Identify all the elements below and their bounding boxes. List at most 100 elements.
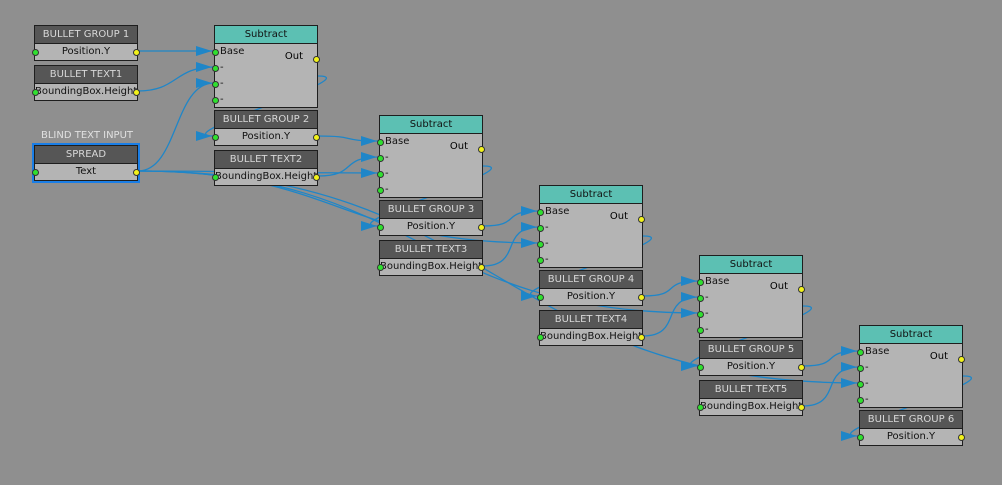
input-port[interactable]: - <box>212 76 317 92</box>
output-pin[interactable] <box>958 356 965 363</box>
input-pin[interactable] <box>537 294 544 301</box>
node-title[interactable]: BULLET GROUP 2 <box>215 111 317 129</box>
output-port[interactable]: Out <box>450 141 468 152</box>
output-pin[interactable] <box>638 216 645 223</box>
input-pin[interactable] <box>377 187 384 194</box>
wire[interactable] <box>642 296 700 337</box>
input-pin[interactable] <box>857 397 864 404</box>
input-pin[interactable] <box>857 381 864 388</box>
output-pin[interactable] <box>133 169 140 176</box>
input-port[interactable]: - <box>537 236 642 252</box>
port-row[interactable]: Text <box>32 164 140 180</box>
input-port[interactable]: - <box>212 92 317 108</box>
node-title[interactable]: BULLET GROUP 4 <box>540 271 642 289</box>
input-pin[interactable] <box>212 174 219 181</box>
input-pin[interactable] <box>697 327 704 334</box>
input-port[interactable]: - <box>377 150 482 166</box>
node-title[interactable]: BULLET TEXT2 <box>215 151 317 169</box>
output-port[interactable]: Out <box>770 281 788 292</box>
input-port[interactable]: - <box>697 306 802 322</box>
input-port[interactable]: - <box>377 166 482 182</box>
output-pin[interactable] <box>638 294 645 301</box>
node-title[interactable]: Subtract <box>540 186 642 204</box>
input-pin[interactable] <box>697 279 704 286</box>
input-pin[interactable] <box>697 311 704 318</box>
input-pin[interactable] <box>537 257 544 264</box>
output-port[interactable]: Out <box>610 211 628 222</box>
node-title[interactable]: BULLET GROUP 1 <box>35 26 137 44</box>
wire[interactable] <box>317 135 380 142</box>
output-pin[interactable] <box>958 434 965 441</box>
node-title[interactable]: BULLET GROUP 5 <box>700 341 802 359</box>
input-port[interactable]: Base <box>377 134 482 150</box>
input-pin[interactable] <box>697 295 704 302</box>
input-pin[interactable] <box>537 225 544 232</box>
wire[interactable] <box>642 280 700 297</box>
input-port[interactable]: - <box>857 360 962 376</box>
output-pin[interactable] <box>798 364 805 371</box>
port-row[interactable]: BoundingBox.Height <box>697 399 805 415</box>
input-pin[interactable] <box>697 364 704 371</box>
port-row[interactable]: Position.Y <box>537 289 645 305</box>
input-pin[interactable] <box>32 89 39 96</box>
node-title[interactable]: BULLET TEXT5 <box>700 381 802 399</box>
input-pin[interactable] <box>212 97 219 104</box>
input-port[interactable]: Base <box>857 344 962 360</box>
port-row[interactable]: Position.Y <box>32 44 140 60</box>
node-title[interactable]: SPREAD <box>35 146 137 164</box>
wire[interactable] <box>137 66 215 92</box>
input-pin[interactable] <box>377 224 384 231</box>
output-pin[interactable] <box>798 404 805 411</box>
port-row[interactable]: BoundingBox.Height <box>377 259 485 275</box>
input-pin[interactable] <box>377 264 384 271</box>
input-pin[interactable] <box>32 169 39 176</box>
wire[interactable] <box>317 156 380 177</box>
wire[interactable] <box>802 350 860 367</box>
port-row[interactable]: BoundingBox.Height <box>212 169 320 185</box>
input-pin[interactable] <box>537 334 544 341</box>
output-port[interactable]: Out <box>930 351 948 362</box>
input-port[interactable]: - <box>857 392 962 408</box>
output-pin[interactable] <box>798 286 805 293</box>
input-pin[interactable] <box>212 49 219 56</box>
port-row[interactable]: Position.Y <box>857 429 965 445</box>
port-row[interactable]: Position.Y <box>212 129 320 145</box>
input-port[interactable]: Base <box>212 44 317 60</box>
wire[interactable] <box>482 210 540 227</box>
wire[interactable] <box>482 226 540 267</box>
input-port[interactable]: - <box>212 60 317 76</box>
port-row[interactable]: BoundingBox.Height <box>537 329 645 345</box>
node-title[interactable]: Subtract <box>860 326 962 344</box>
input-pin[interactable] <box>537 241 544 248</box>
input-port[interactable]: - <box>537 252 642 268</box>
input-port[interactable]: - <box>857 376 962 392</box>
input-pin[interactable] <box>212 134 219 141</box>
input-pin[interactable] <box>377 171 384 178</box>
input-pin[interactable] <box>212 81 219 88</box>
node-title[interactable]: BULLET TEXT3 <box>380 241 482 259</box>
input-port[interactable]: Base <box>537 204 642 220</box>
input-pin[interactable] <box>857 434 864 441</box>
output-pin[interactable] <box>478 224 485 231</box>
node-title[interactable]: Subtract <box>700 256 802 274</box>
port-row[interactable]: Position.Y <box>697 359 805 375</box>
output-pin[interactable] <box>133 89 140 96</box>
input-pin[interactable] <box>697 404 704 411</box>
output-pin[interactable] <box>478 146 485 153</box>
input-pin[interactable] <box>537 209 544 216</box>
input-port[interactable]: - <box>697 322 802 338</box>
node-title[interactable]: Subtract <box>380 116 482 134</box>
